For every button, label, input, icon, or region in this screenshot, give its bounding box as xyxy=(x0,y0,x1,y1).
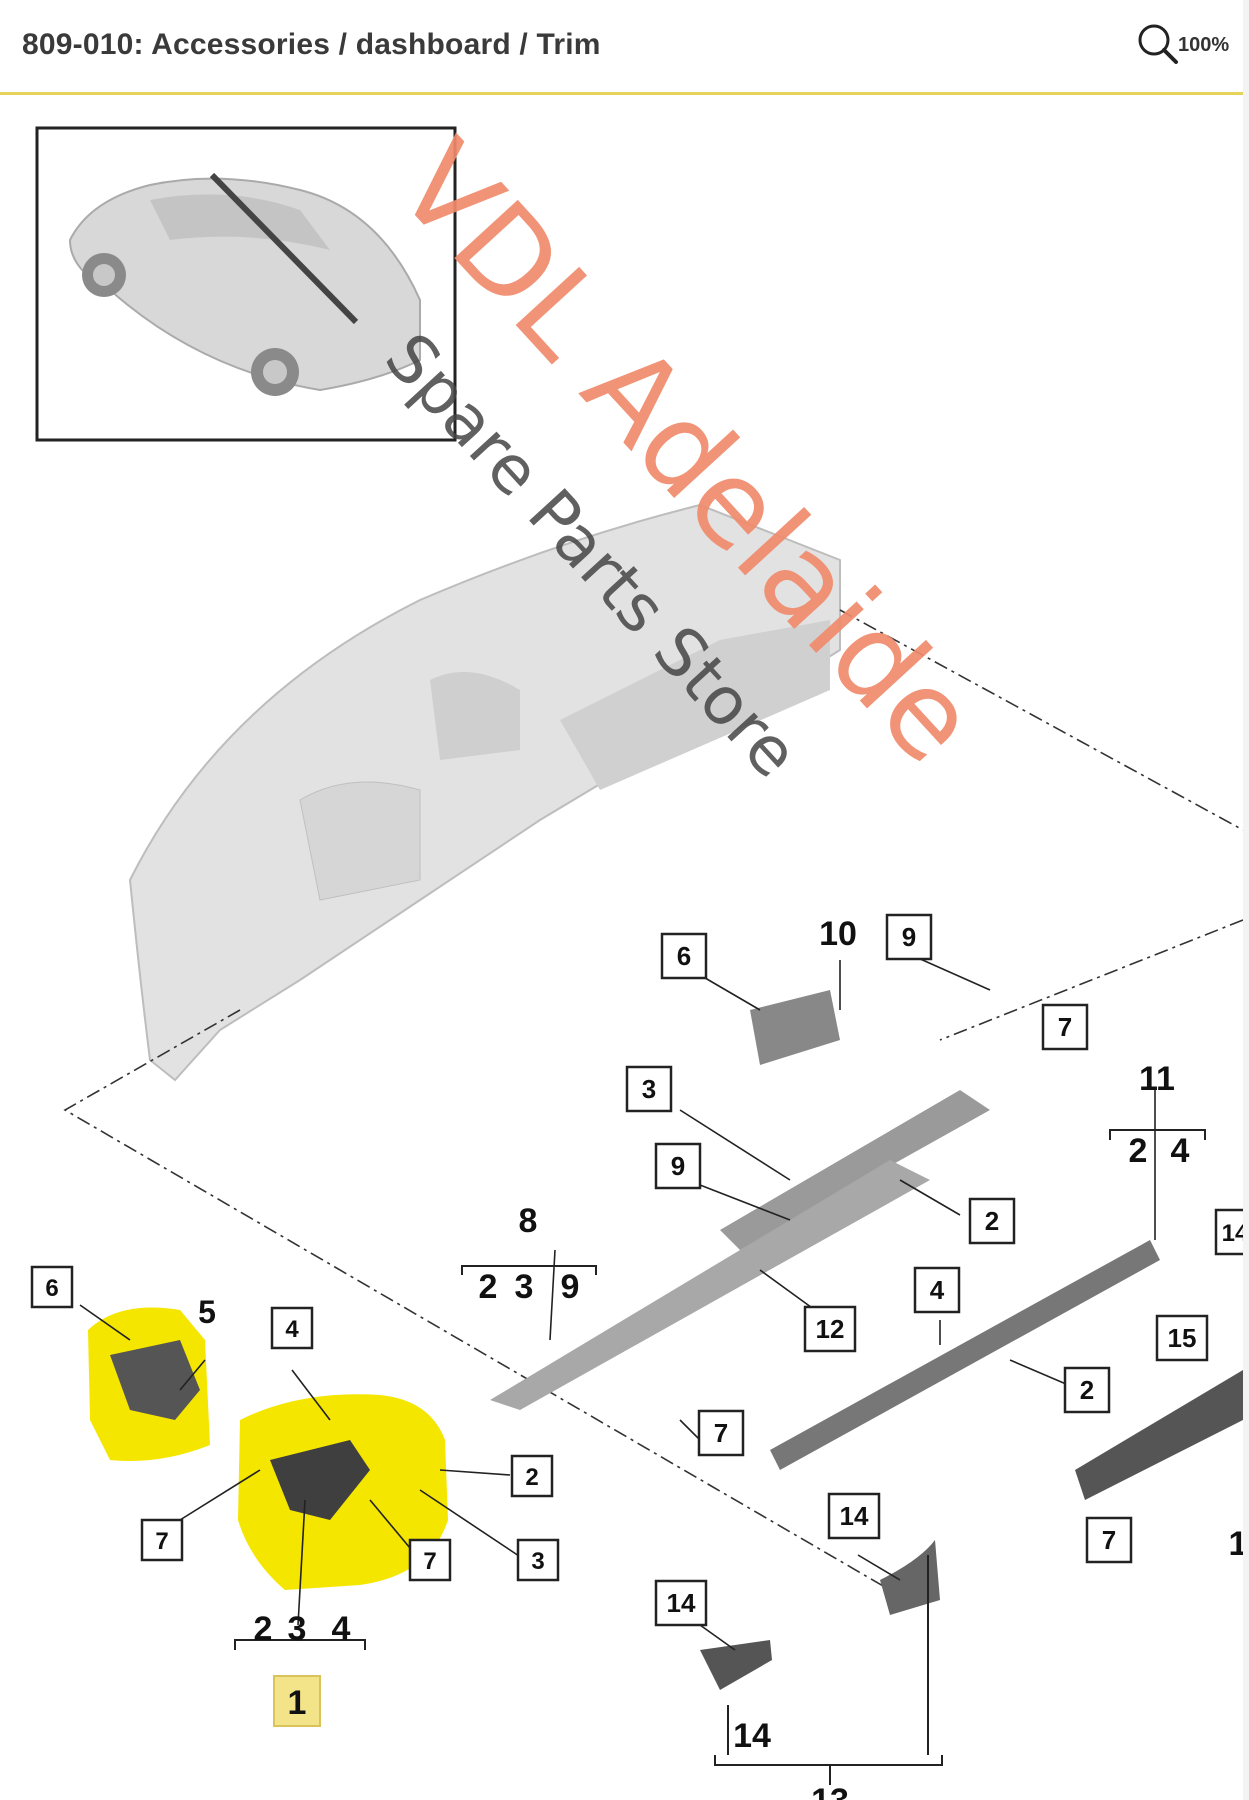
callout-group-1[interactable]: 2 3 4 1 xyxy=(234,1610,366,1727)
callout-12[interactable]: 12 xyxy=(803,1305,857,1353)
svg-text:2: 2 xyxy=(525,1464,538,1491)
svg-text:7: 7 xyxy=(1058,1012,1072,1042)
svg-text:1: 1 xyxy=(1229,1525,1243,1563)
svg-text:15: 15 xyxy=(1168,1323,1197,1353)
callout-14-bottom[interactable]: 14 13 xyxy=(714,1555,943,1800)
svg-text:4: 4 xyxy=(930,1275,945,1305)
dashboard-illustration xyxy=(128,503,841,1082)
callout-group-8[interactable]: 8 2 3 9 xyxy=(461,1202,597,1306)
svg-text:3: 3 xyxy=(531,1548,544,1575)
svg-text:9: 9 xyxy=(671,1151,685,1181)
assembly-lines xyxy=(63,609,1243,1591)
svg-text:14: 14 xyxy=(667,1588,696,1618)
svg-text:14: 14 xyxy=(840,1501,869,1531)
svg-text:9: 9 xyxy=(902,922,916,952)
callout-9-mid[interactable]: 9 xyxy=(654,1142,702,1190)
callout-7-right[interactable]: 7 xyxy=(1085,1516,1133,1564)
callout-5[interactable]: 5 xyxy=(198,1294,216,1330)
svg-text:10: 10 xyxy=(819,915,857,953)
car-thumbnail xyxy=(35,126,457,442)
callout-3-left[interactable]: 3 xyxy=(516,1538,560,1582)
svg-text:4: 4 xyxy=(1171,1132,1190,1170)
part-shapes xyxy=(110,990,1243,1690)
part-callouts: 6 5 4 2 3 7 7 2 3 4 1 8 2 3 9 6 10 9 7 3… xyxy=(30,913,1243,1800)
svg-text:4: 4 xyxy=(285,1316,299,1343)
svg-text:7: 7 xyxy=(714,1418,728,1448)
svg-text:3: 3 xyxy=(515,1268,534,1306)
callout-2-mid[interactable]: 2 xyxy=(968,1197,1016,1245)
callout-14-left[interactable]: 14 xyxy=(654,1579,708,1627)
svg-text:12: 12 xyxy=(816,1314,845,1344)
svg-text:2: 2 xyxy=(985,1206,999,1236)
callout-2-left[interactable]: 2 xyxy=(510,1454,554,1498)
callout-1-edge[interactable]: 1 xyxy=(1229,1525,1243,1563)
callout-7-left-b[interactable]: 7 xyxy=(408,1538,452,1582)
parts-diagram: 6 5 4 2 3 7 7 2 3 4 1 8 2 3 9 6 10 9 7 3… xyxy=(30,116,1243,1800)
svg-text:7: 7 xyxy=(423,1548,436,1575)
zoom-level: 100% xyxy=(1178,34,1230,56)
leader-lines xyxy=(79,949,1156,1651)
magnifier-icon xyxy=(1138,24,1178,64)
svg-text:2: 2 xyxy=(1129,1132,1148,1170)
svg-text:2: 2 xyxy=(479,1268,498,1306)
svg-text:4: 4 xyxy=(332,1610,351,1648)
svg-text:2: 2 xyxy=(1080,1375,1094,1405)
scrollbar-track[interactable] xyxy=(1243,0,1249,1800)
callout-10[interactable]: 10 xyxy=(819,915,857,953)
svg-text:9: 9 xyxy=(561,1268,580,1306)
callout-9-top[interactable]: 9 xyxy=(885,913,933,961)
callout-6-top[interactable]: 6 xyxy=(660,932,708,980)
svg-text:7: 7 xyxy=(155,1528,168,1555)
svg-text:1: 1 xyxy=(288,1684,307,1722)
callout-4-mid[interactable]: 4 xyxy=(913,1266,961,1314)
svg-text:11: 11 xyxy=(1139,1060,1175,1098)
svg-text:14: 14 xyxy=(733,1717,771,1755)
svg-text:7: 7 xyxy=(1102,1525,1116,1555)
svg-text:14: 14 xyxy=(1222,1220,1243,1247)
svg-text:6: 6 xyxy=(677,941,691,971)
svg-text:2: 2 xyxy=(254,1610,273,1648)
page-header: 809-010: Accessories / dashboard / Trim … xyxy=(0,0,1245,95)
callout-2-right[interactable]: 2 xyxy=(1063,1366,1111,1414)
zoom-control[interactable]: 100% xyxy=(1136,22,1242,68)
callout-7-mid[interactable]: 7 xyxy=(697,1409,745,1457)
svg-text:5: 5 xyxy=(198,1294,216,1330)
callout-6-left[interactable]: 6 xyxy=(30,1265,74,1309)
callout-3-mid[interactable]: 3 xyxy=(625,1065,673,1113)
callout-14-right[interactable]: 14 xyxy=(827,1492,881,1540)
svg-text:3: 3 xyxy=(642,1074,656,1104)
svg-text:13: 13 xyxy=(811,1782,849,1800)
callout-7-top[interactable]: 7 xyxy=(1041,1003,1089,1051)
callout-15[interactable]: 15 xyxy=(1155,1314,1209,1362)
svg-text:6: 6 xyxy=(45,1275,58,1302)
callout-group-11[interactable]: 11 2 4 xyxy=(1109,1060,1206,1170)
svg-text:8: 8 xyxy=(519,1202,538,1240)
callout-4-left[interactable]: 4 xyxy=(270,1306,314,1350)
svg-text:3: 3 xyxy=(288,1610,307,1648)
callout-7-left-a[interactable]: 7 xyxy=(140,1518,184,1562)
page-title: 809-010: Accessories / dashboard / Trim xyxy=(22,28,601,61)
callout-14-edge[interactable]: 14 xyxy=(1214,1208,1243,1256)
